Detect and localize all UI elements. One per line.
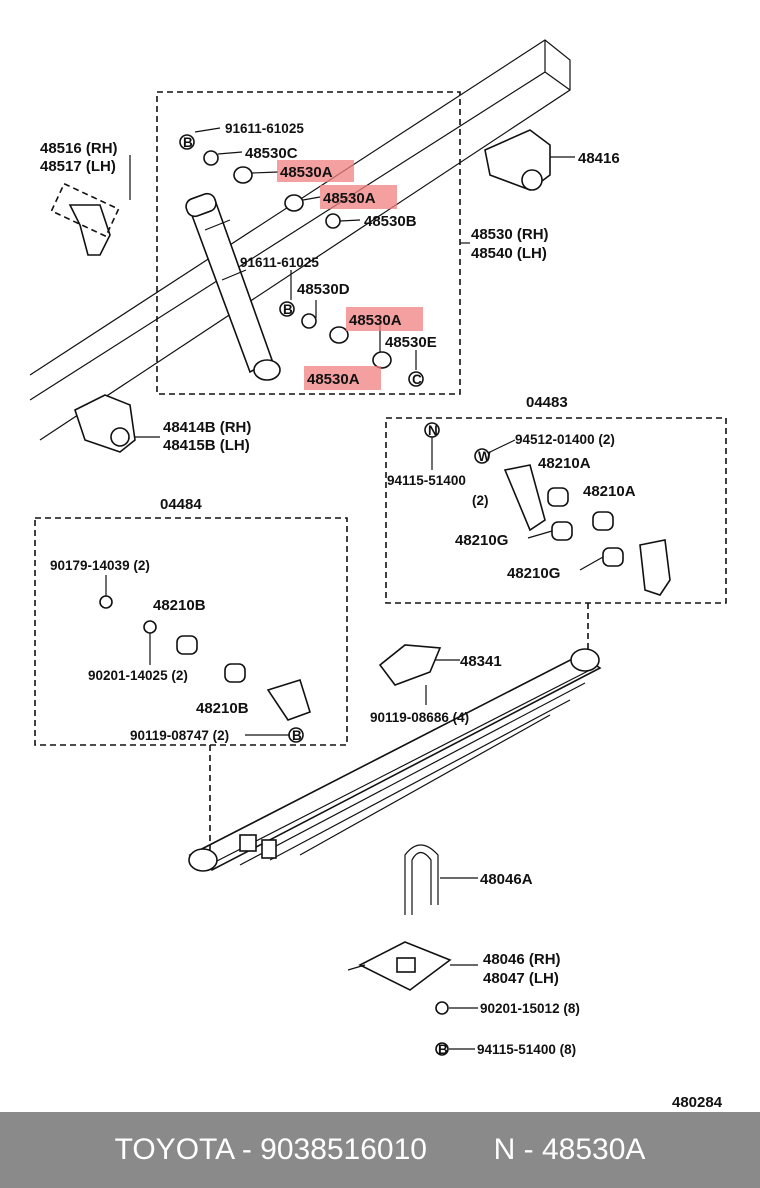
hanger-48414b bbox=[74, 394, 136, 453]
shackle-04483 bbox=[424, 422, 671, 596]
callout-n: N bbox=[428, 423, 438, 438]
callout-b-2: B bbox=[283, 302, 293, 317]
footer-brand-part: TOYOTA - 9038516010 bbox=[114, 1133, 427, 1166]
label-48046a: 48046A bbox=[480, 871, 533, 888]
label-48210g-2: 48210G bbox=[507, 565, 560, 582]
label-48530a-1: 48530A bbox=[280, 164, 333, 181]
bracket-48516 bbox=[50, 182, 120, 256]
label-04484: 04484 bbox=[160, 496, 202, 513]
label-90119-a: 90119-08747 (2) bbox=[130, 728, 229, 743]
label-48210a-1: 48210A bbox=[538, 455, 591, 472]
label-48210a-2: 48210A bbox=[583, 483, 636, 500]
label-48414b: 48414B (RH) bbox=[163, 419, 251, 436]
label-90179: 90179-14039 (2) bbox=[50, 558, 150, 573]
label-48416: 48416 bbox=[578, 150, 620, 167]
highlight-boxes bbox=[277, 160, 423, 390]
label-48415b: 48415B (LH) bbox=[163, 437, 250, 454]
footer-spacer bbox=[427, 1133, 494, 1167]
label-48530-rh: 48530 (RH) bbox=[471, 226, 549, 243]
callout-b-4: B bbox=[438, 1042, 448, 1057]
footer-ref-part: N - 48530A bbox=[493, 1133, 646, 1166]
label-48530c: 48530C bbox=[245, 145, 298, 162]
label-91611-a: 91611-61025 bbox=[225, 121, 304, 136]
label-48530e: 48530E bbox=[385, 334, 437, 351]
label-48210b-1: 48210B bbox=[153, 597, 206, 614]
label-91611-b: 91611-61025 bbox=[240, 255, 319, 270]
label-48210b-2: 48210B bbox=[196, 700, 249, 717]
label-04483: 04483 bbox=[526, 394, 568, 411]
label-94115-a: 94115-51400 bbox=[387, 473, 466, 488]
highlight-48530a-3 bbox=[346, 307, 423, 331]
label-90201-a: 90201-14025 (2) bbox=[88, 668, 188, 683]
label-94512: 94512-01400 (2) bbox=[515, 432, 615, 447]
callout-b-1: B bbox=[183, 135, 193, 150]
label-94115-b: 94115-51400 (8) bbox=[477, 1042, 576, 1057]
highlight-48530a-2 bbox=[320, 185, 397, 209]
pin-group-04484-box bbox=[34, 517, 348, 746]
label-48530a-4: 48530A bbox=[307, 371, 360, 388]
label-48517: 48517 (LH) bbox=[40, 158, 116, 175]
callout-letters: B B C N W B B bbox=[183, 135, 491, 1057]
label-48341: 48341 bbox=[460, 653, 502, 670]
shock-absorber bbox=[185, 192, 281, 381]
label-94115-a-qty: (2) bbox=[472, 493, 489, 508]
leader-lines bbox=[105, 127, 604, 1050]
parts-diagram: B B C N W B B 48516 (RH) 48517 (LH) 9161… bbox=[29, 39, 727, 1111]
label-48530a-2: 48530A bbox=[323, 190, 376, 207]
callout-w: W bbox=[478, 449, 491, 464]
label-48516: 48516 (RH) bbox=[40, 140, 118, 157]
label-48046: 48046 (RH) bbox=[483, 951, 561, 968]
leaf-spring bbox=[188, 648, 602, 872]
label-48047: 48047 (LH) bbox=[483, 970, 559, 987]
footer-bar: TOYOTA - 9038516010 N - 48530A bbox=[0, 1112, 760, 1188]
spring-seat-48046 bbox=[347, 941, 452, 1056]
shock-hardware bbox=[179, 134, 424, 387]
label-48530a-3: 48530A bbox=[349, 312, 402, 329]
u-bolt-48046a bbox=[404, 844, 439, 915]
bracket-48416 bbox=[484, 129, 551, 191]
label-48530d: 48530D bbox=[297, 281, 350, 298]
label-48530b: 48530B bbox=[364, 213, 417, 230]
label-90119-b: 90119-08686 (4) bbox=[370, 710, 469, 725]
stopper-48341 bbox=[378, 644, 442, 705]
callout-c: C bbox=[412, 372, 422, 387]
highlight-48530a-4 bbox=[304, 366, 381, 390]
shackle-group-04483-box bbox=[385, 417, 727, 604]
diagram-id: 480284 bbox=[672, 1094, 723, 1111]
callout-b-3: B bbox=[292, 728, 302, 743]
label-48540-lh: 48540 (LH) bbox=[471, 245, 547, 262]
highlight-48530a-1 bbox=[277, 160, 354, 182]
label-90201-b: 90201-15012 (8) bbox=[480, 1001, 580, 1016]
label-48210g-1: 48210G bbox=[455, 532, 508, 549]
